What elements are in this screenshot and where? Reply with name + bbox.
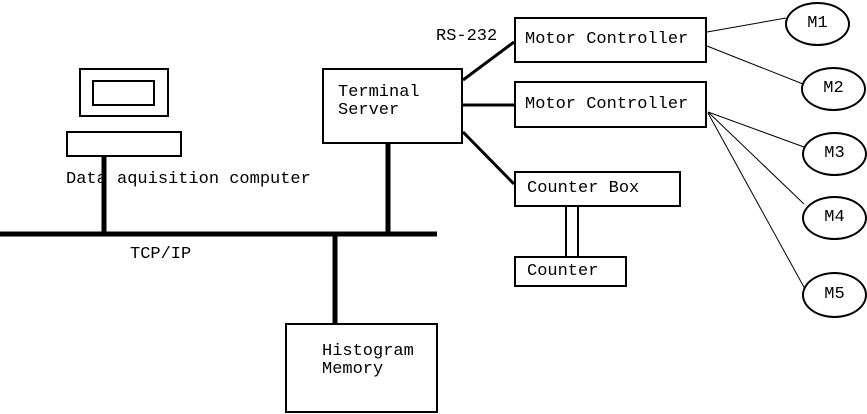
motor-controller-2-label: Motor Controller xyxy=(525,94,689,114)
motor-controller-2-to-m3-line xyxy=(707,111,805,148)
tcpip-bus-label: TCP/IP xyxy=(130,245,192,264)
motor-controller-2-to-m5-line xyxy=(707,112,806,290)
node-counter: Counter xyxy=(514,256,627,287)
node-motor-m4: M4 xyxy=(802,196,867,240)
node-motor-controller-1: Motor Controller xyxy=(514,17,707,63)
rs232-link-label: RS-232 xyxy=(436,27,498,46)
node-motor-m1: M1 xyxy=(785,2,850,46)
node-motor-controller-2: Motor Controller xyxy=(514,81,707,128)
node-terminal-server: Terminal Server xyxy=(322,68,463,144)
node-motor-m3: M3 xyxy=(802,132,867,176)
terminal-server-to-counter-box-line xyxy=(461,130,516,186)
motor-m3-label: M3 xyxy=(824,144,845,163)
motor-controller-2-to-m4-line xyxy=(707,111,805,205)
motor-m5-label: M5 xyxy=(824,285,845,304)
node-motor-m5: M5 xyxy=(802,272,867,318)
counter-box-label: Counter Box xyxy=(527,179,640,198)
computer-caption: Data aquisition computer xyxy=(66,170,311,189)
node-motor-m2: M2 xyxy=(801,67,866,111)
node-counter-box: Counter Box xyxy=(514,171,681,207)
motor-m2-label: M2 xyxy=(823,79,844,98)
motor-controller-1-to-m1-line xyxy=(706,17,787,33)
histogram-memory-label-line1: Histogram xyxy=(322,342,414,361)
node-histogram-memory: Histogram Memory xyxy=(285,323,438,413)
computer-monitor-icon xyxy=(79,68,169,117)
histogram-memory-label-line2: Memory xyxy=(322,360,384,379)
counter-label: Counter xyxy=(527,261,599,281)
computer-screen-icon xyxy=(92,80,155,106)
motor-m1-label: M1 xyxy=(807,14,828,33)
motor-controller-1-to-m2-line xyxy=(706,45,804,85)
motor-m4-label: M4 xyxy=(824,208,845,227)
terminal-server-label-line1: Terminal xyxy=(338,83,420,102)
computer-keyboard-icon xyxy=(66,131,182,157)
motor-controller-1-label: Motor Controller xyxy=(525,30,689,49)
terminal-server-to-motor-controller-1-line xyxy=(462,40,515,82)
terminal-server-label-line2: Server xyxy=(338,101,400,120)
